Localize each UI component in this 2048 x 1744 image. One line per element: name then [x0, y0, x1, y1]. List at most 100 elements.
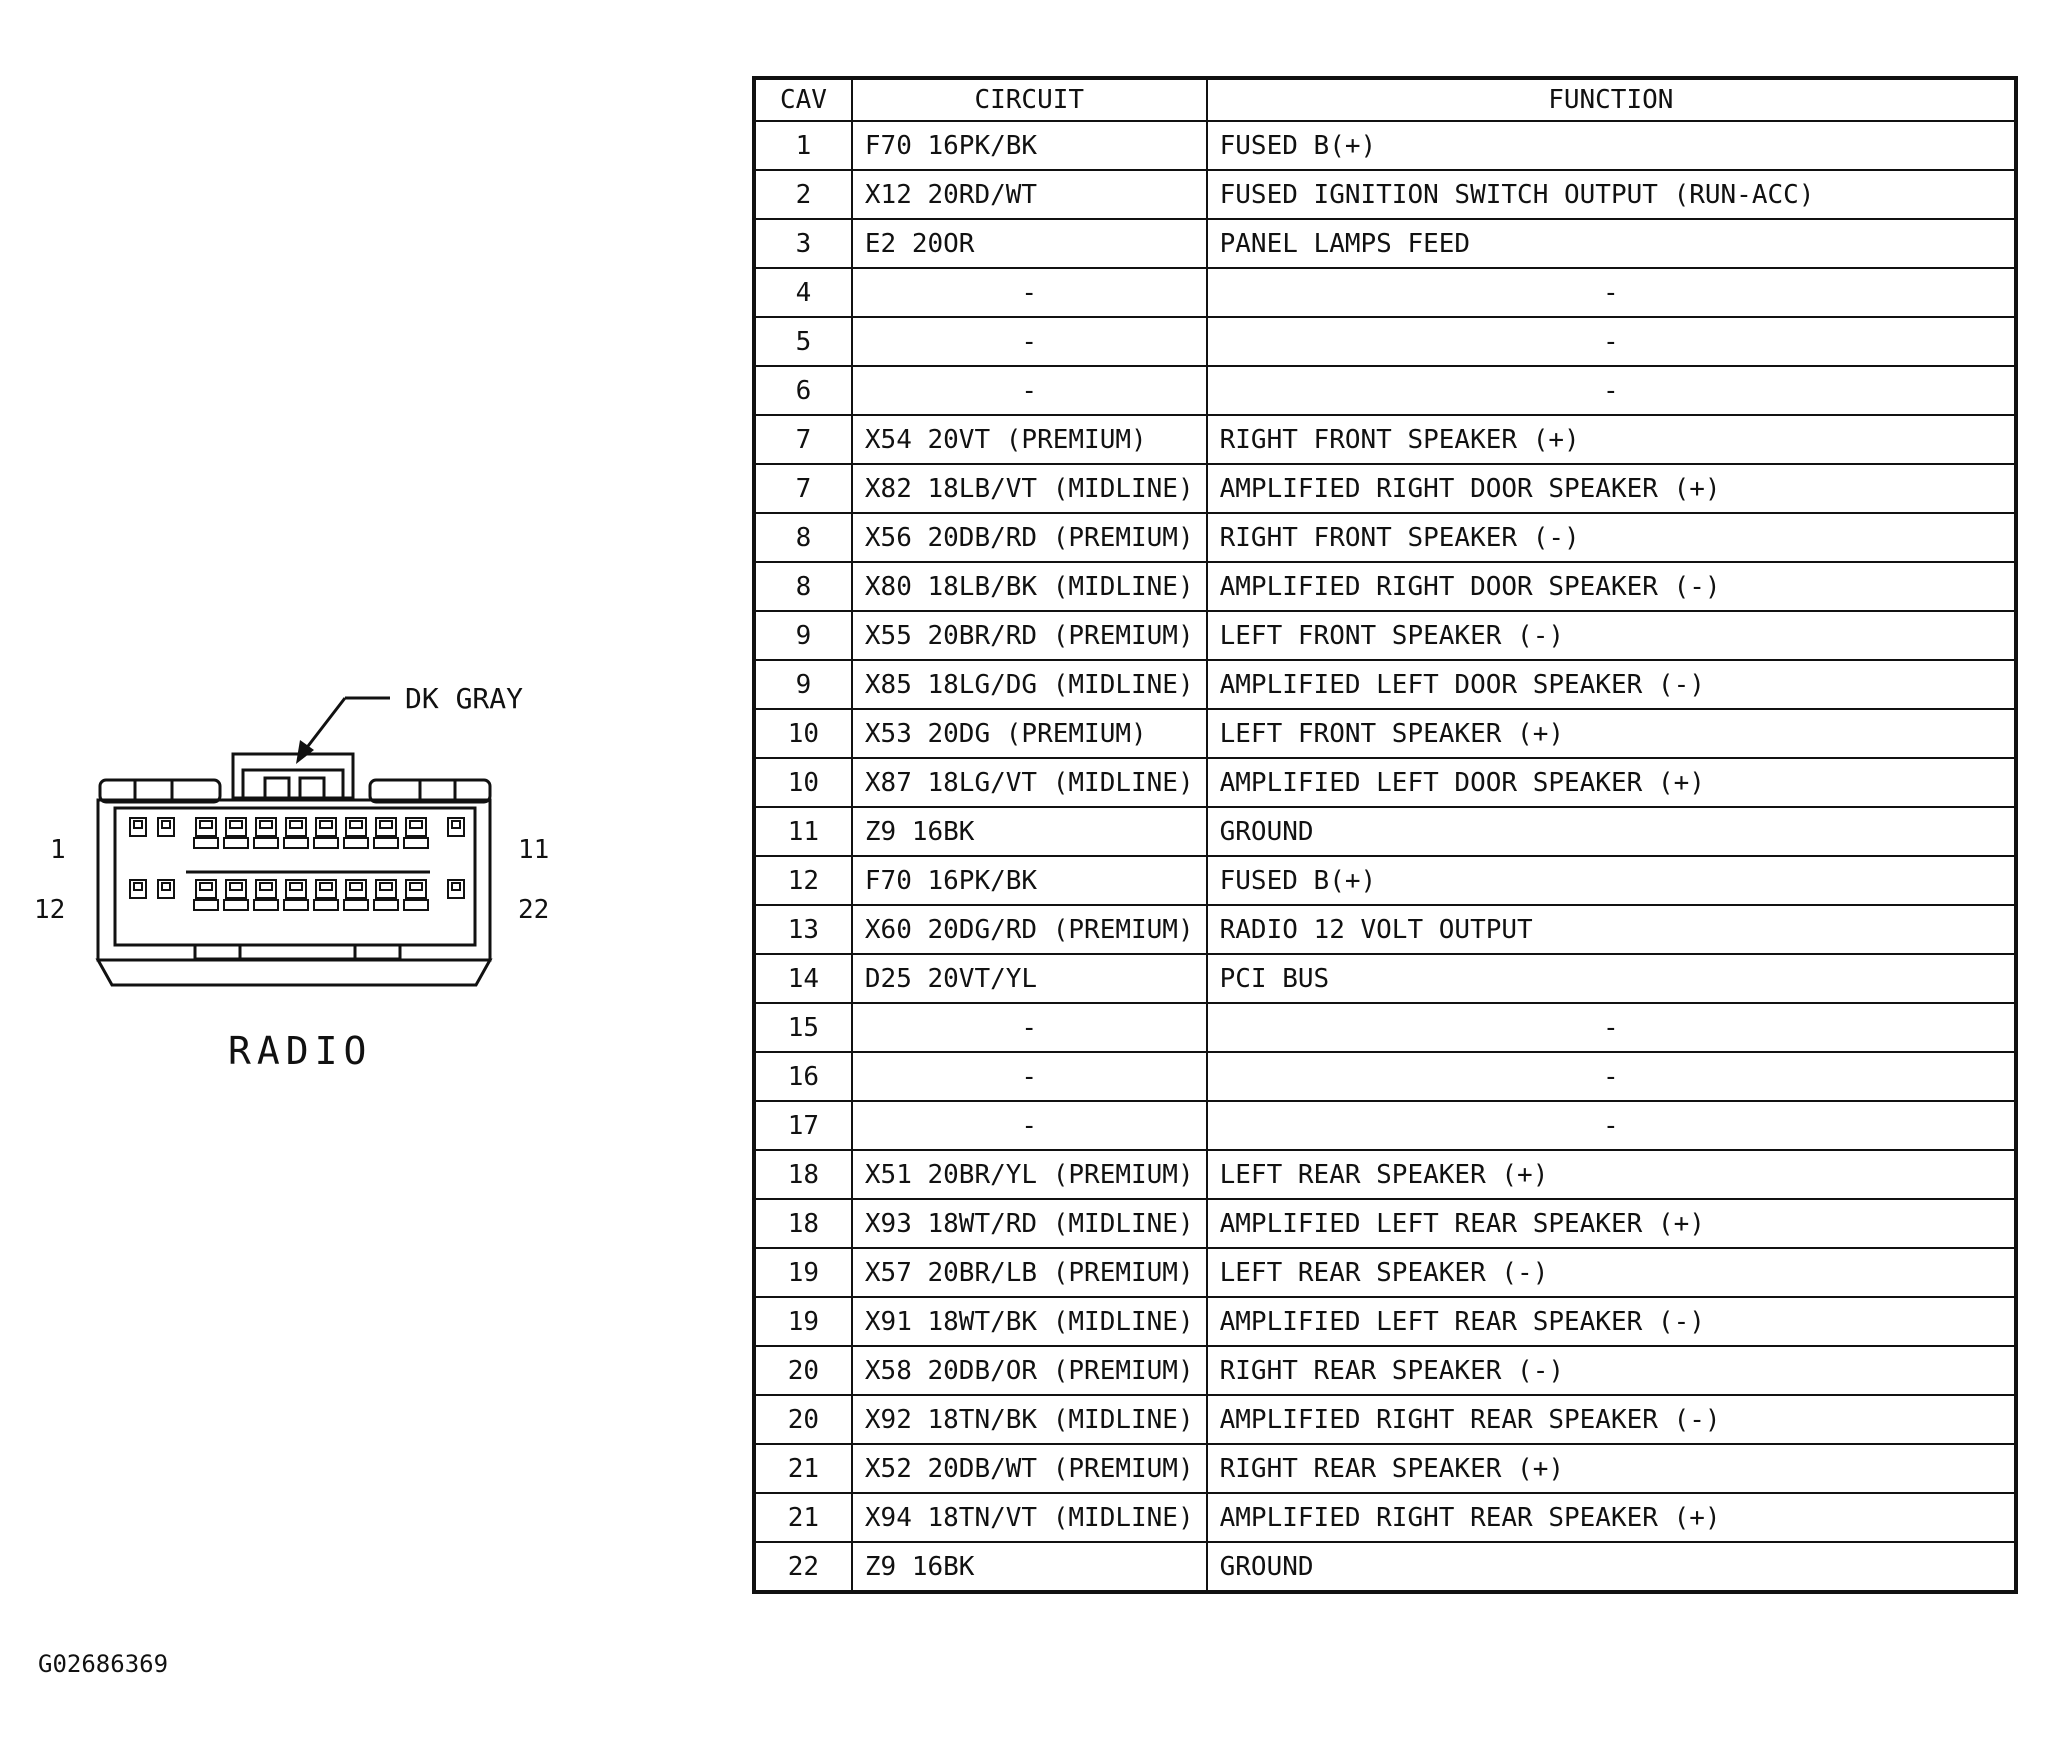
cell-circuit: -	[850, 365, 1208, 416]
connector-body	[95, 752, 493, 987]
table-row: 4--	[753, 267, 2018, 318]
pin-cavity	[313, 879, 339, 911]
cell-circuit: X92 18TN/BK (MIDLINE)	[850, 1394, 1208, 1445]
pin-cavity	[447, 879, 465, 899]
table-row: 17--	[753, 1100, 2018, 1151]
table-row: 15--	[753, 1002, 2018, 1053]
cell-cav: 21	[753, 1492, 853, 1543]
cell-cav: 7	[753, 463, 853, 514]
cell-cav: 15	[753, 1002, 853, 1053]
cell-function: RIGHT FRONT SPEAKER (+)	[1205, 414, 2018, 465]
cell-function: LEFT REAR SPEAKER (-)	[1205, 1247, 2018, 1298]
cell-function: -	[1205, 1051, 2018, 1102]
cell-cav: 10	[753, 757, 853, 808]
cell-circuit: X57 20BR/LB (PREMIUM)	[850, 1247, 1208, 1298]
header-cav: CAV	[753, 77, 853, 122]
pin-cavity	[373, 817, 399, 849]
cell-circuit: X53 20DG (PREMIUM)	[850, 708, 1208, 759]
cell-function: FUSED B(+)	[1205, 855, 2018, 906]
cell-function: RIGHT REAR SPEAKER (-)	[1205, 1345, 2018, 1396]
cell-cav: 9	[753, 659, 853, 710]
pin-cavity	[223, 879, 249, 911]
cell-circuit: -	[850, 267, 1208, 318]
cell-function: AMPLIFIED RIGHT REAR SPEAKER (-)	[1205, 1394, 2018, 1445]
color-callout: DK GRAY	[296, 682, 523, 764]
pin-cavity	[253, 879, 279, 911]
figure-id: G02686369	[38, 1650, 169, 1678]
cell-function: -	[1205, 1100, 2018, 1151]
cell-cav: 9	[753, 610, 853, 661]
pin-cavity	[373, 879, 399, 911]
pin-label-bottom-right: 22	[518, 895, 549, 925]
pin-cavity	[343, 879, 369, 911]
cell-cav: 17	[753, 1100, 853, 1151]
connector-name: RADIO	[228, 1029, 372, 1073]
cell-function: LEFT FRONT SPEAKER (+)	[1205, 708, 2018, 759]
cell-function: -	[1205, 365, 2018, 416]
cell-circuit: X55 20BR/RD (PREMIUM)	[850, 610, 1208, 661]
cell-cav: 7	[753, 414, 853, 465]
pin-cavity	[193, 879, 219, 911]
cell-circuit: X52 20DB/WT (PREMIUM)	[850, 1443, 1208, 1494]
cell-circuit: Z9 16BK	[850, 1541, 1208, 1593]
cell-cav: 10	[753, 708, 853, 759]
cell-circuit: E2 20OR	[850, 218, 1208, 269]
cell-circuit: F70 16PK/BK	[850, 120, 1208, 171]
cell-circuit: -	[850, 1051, 1208, 1102]
header-circuit: CIRCUIT	[850, 77, 1208, 122]
pin-cavity	[157, 879, 175, 899]
cell-circuit: X12 20RD/WT	[850, 169, 1208, 220]
cell-cav: 19	[753, 1296, 853, 1347]
table-header-row: CAV CIRCUIT FUNCTION	[753, 77, 2018, 122]
pin-cavity	[403, 879, 429, 911]
cell-circuit: X58 20DB/OR (PREMIUM)	[850, 1345, 1208, 1396]
pin-cavity	[283, 817, 309, 849]
cell-cav: 18	[753, 1149, 853, 1200]
cell-cav: 2	[753, 169, 853, 220]
cell-function: FUSED B(+)	[1205, 120, 2018, 171]
cell-function: RADIO 12 VOLT OUTPUT	[1205, 904, 2018, 955]
cell-cav: 22	[753, 1541, 853, 1593]
cell-cav: 21	[753, 1443, 853, 1494]
cell-function: AMPLIFIED RIGHT DOOR SPEAKER (-)	[1205, 561, 2018, 612]
cell-cav: 20	[753, 1394, 853, 1445]
pin-cavity	[129, 879, 147, 899]
cell-function: -	[1205, 267, 2018, 318]
cell-cav: 19	[753, 1247, 853, 1298]
header-function: FUNCTION	[1205, 77, 2018, 122]
cell-function: RIGHT FRONT SPEAKER (-)	[1205, 512, 2018, 563]
pin-cavity	[403, 817, 429, 849]
cell-circuit: X85 18LG/DG (MIDLINE)	[850, 659, 1208, 710]
cell-cav: 11	[753, 806, 853, 857]
radio-connector-diagram: DK GRAY 1 11 12 22 RADIO	[34, 682, 549, 1073]
cell-cav: 8	[753, 512, 853, 563]
cell-circuit: X51 20BR/YL (PREMIUM)	[850, 1149, 1208, 1200]
cell-function: FUSED IGNITION SWITCH OUTPUT (RUN-ACC)	[1205, 169, 2018, 220]
cell-function: -	[1205, 316, 2018, 367]
cell-cav: 18	[753, 1198, 853, 1249]
pin-cavity	[343, 817, 369, 849]
cell-function: GROUND	[1205, 806, 2018, 857]
cell-circuit: X94 18TN/VT (MIDLINE)	[850, 1492, 1208, 1543]
pin-label-top-right: 11	[518, 835, 549, 865]
pin-cavity	[253, 817, 279, 849]
cell-cav: 16	[753, 1051, 853, 1102]
cell-cav: 13	[753, 904, 853, 955]
callout-arrow-icon	[296, 740, 314, 764]
cell-function: LEFT REAR SPEAKER (+)	[1205, 1149, 2018, 1200]
